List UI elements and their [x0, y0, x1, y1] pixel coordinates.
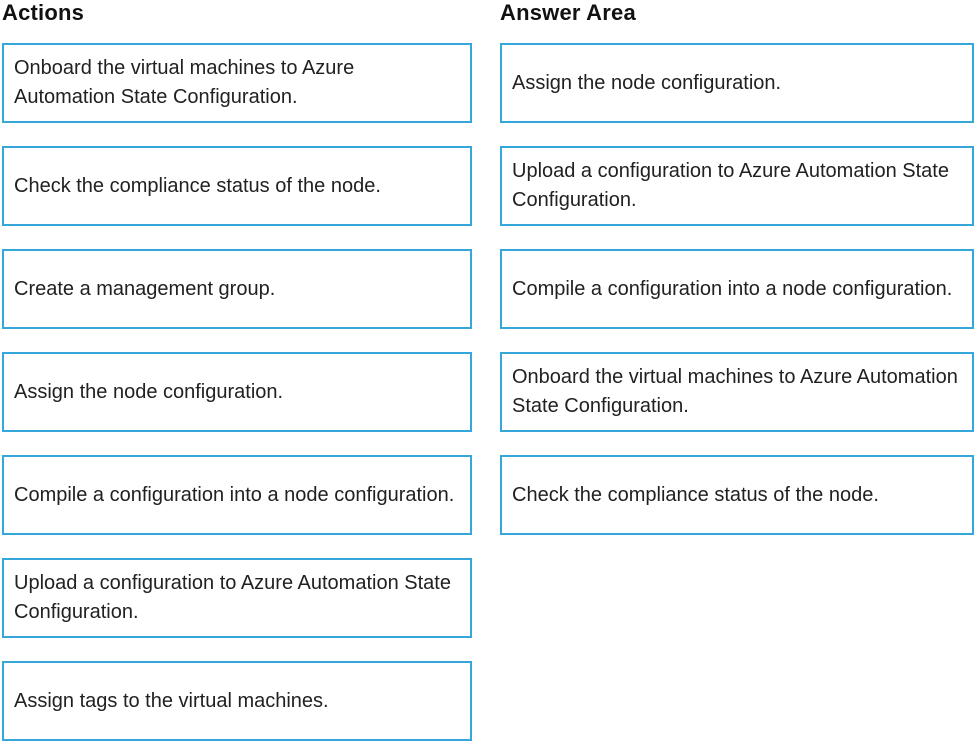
actions-column-title: Actions	[2, 0, 85, 25]
action-card[interactable]: Onboard the virtual machines to Azure Au…	[2, 43, 472, 123]
actions-card-list: Onboard the virtual machines to Azure Au…	[2, 43, 472, 741]
answer-card-label: Assign the node configuration.	[512, 71, 782, 94]
action-card[interactable]: Assign tags to the virtual machines.	[2, 661, 472, 741]
answer-card-label: Check the compliance status of the node.	[512, 483, 879, 506]
action-card-label: Assign tags to the virtual machines.	[14, 689, 329, 712]
action-card-label: Create a management group.	[14, 277, 276, 300]
answer-card[interactable]: Compile a configuration into a node conf…	[500, 249, 974, 329]
action-card[interactable]: Assign the node configuration.	[2, 352, 472, 432]
answer-card[interactable]: Upload a configuration to Azure Automati…	[500, 146, 974, 226]
action-card-label: Onboard the virtual machines to Azure Au…	[14, 57, 355, 108]
answer-card-label: Onboard the virtual machines to Azure Au…	[512, 366, 958, 417]
actions-column: Actions Onboard the virtual machines to …	[2, 0, 472, 741]
action-card-label: Compile a configuration into a node conf…	[14, 483, 455, 506]
action-card-label: Assign the node configuration.	[14, 380, 284, 403]
answer-card-label: Compile a configuration into a node conf…	[512, 277, 953, 300]
action-card[interactable]: Check the compliance status of the node.	[2, 146, 472, 226]
answer-card[interactable]: Check the compliance status of the node.	[500, 455, 974, 535]
answer-card[interactable]: Onboard the virtual machines to Azure Au…	[500, 352, 974, 432]
action-card[interactable]: Compile a configuration into a node conf…	[2, 455, 472, 535]
answer-area-column: Answer Area Assign the node configuratio…	[500, 0, 974, 558]
answer-card-label: Upload a configuration to Azure Automati…	[512, 160, 949, 211]
answer-card[interactable]: Assign the node configuration.	[500, 43, 974, 123]
action-card[interactable]: Upload a configuration to Azure Automati…	[2, 558, 472, 638]
action-card[interactable]: Create a management group.	[2, 249, 472, 329]
action-card-label: Check the compliance status of the node.	[14, 174, 381, 197]
action-card-label: Upload a configuration to Azure Automati…	[14, 572, 451, 623]
answer-area-title: Answer Area	[500, 0, 636, 25]
answer-card-list: Assign the node configuration. Upload a …	[500, 43, 974, 535]
